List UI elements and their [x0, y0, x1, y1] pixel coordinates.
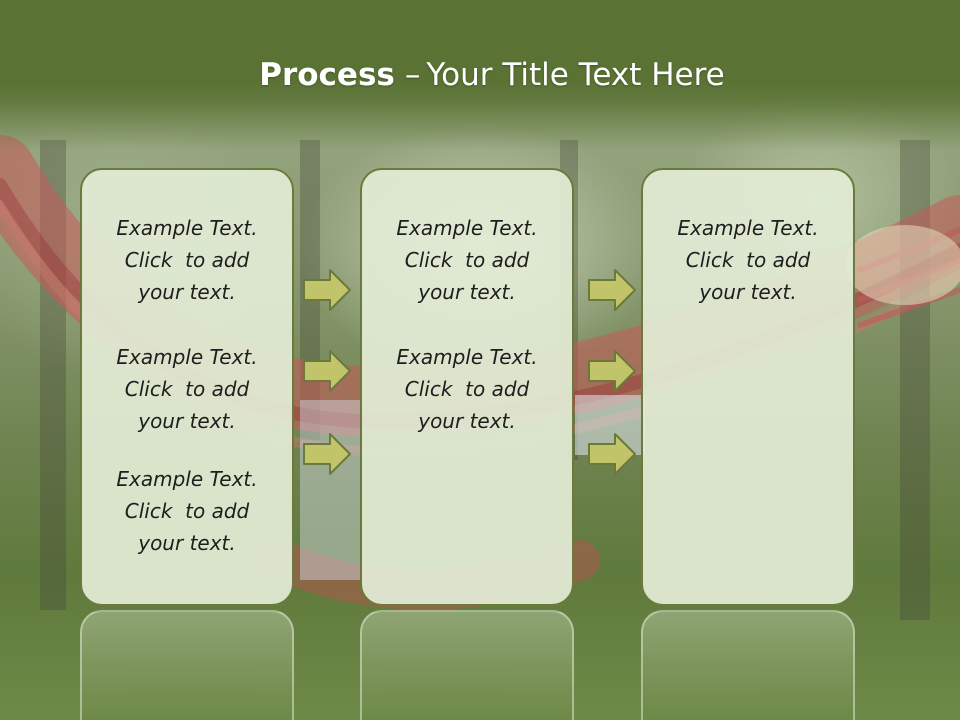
text-placeholder[interactable]: Example Text. Click to add your text.	[82, 341, 292, 437]
text-line: Example Text.	[396, 216, 538, 240]
box-reflection	[641, 610, 855, 720]
text-line: Click to add	[685, 248, 811, 272]
box-reflection	[80, 610, 294, 720]
right-arrow-icon[interactable]	[302, 268, 352, 312]
right-arrow-icon[interactable]	[587, 268, 637, 312]
text-placeholder[interactable]: Example Text. Click to add your text.	[82, 463, 292, 559]
title-bar	[0, 0, 960, 150]
text-line: your text.	[138, 531, 236, 555]
text-placeholder[interactable]: Example Text. Click to add your text.	[362, 212, 572, 308]
text-line: Example Text.	[116, 216, 258, 240]
process-box-3[interactable]: Example Text. Click to add your text.	[641, 168, 855, 606]
process-box-1[interactable]: Example Text. Click to add your text. Ex…	[80, 168, 294, 606]
text-line: Example Text.	[116, 345, 258, 369]
right-arrow-icon[interactable]	[302, 349, 352, 393]
right-arrow-icon[interactable]	[587, 349, 637, 393]
right-arrow-icon[interactable]	[587, 432, 637, 476]
text-line: Click to add	[404, 248, 530, 272]
text-line: your text.	[138, 409, 236, 433]
text-line: Click to add	[124, 248, 250, 272]
title-rest: Your Title Text Here	[426, 57, 725, 93]
text-line: Click to add	[124, 377, 250, 401]
text-placeholder[interactable]: Example Text. Click to add your text.	[362, 341, 572, 437]
text-line: Click to add	[404, 377, 530, 401]
process-box-2[interactable]: Example Text. Click to add your text. Ex…	[360, 168, 574, 606]
text-placeholder[interactable]: Example Text. Click to add your text.	[643, 212, 853, 308]
text-line: Example Text.	[116, 467, 258, 491]
title-bold: Process	[259, 57, 395, 93]
text-line: your text.	[699, 280, 797, 304]
text-line: Example Text.	[677, 216, 819, 240]
slide-title[interactable]: Process–Your Title Text Here	[0, 52, 960, 98]
text-placeholder[interactable]: Example Text. Click to add your text.	[82, 212, 292, 308]
text-line: Example Text.	[396, 345, 538, 369]
text-line: your text.	[418, 280, 516, 304]
text-line: your text.	[418, 409, 516, 433]
text-line: Click to add	[124, 499, 250, 523]
title-separator: –	[404, 57, 421, 93]
text-line: your text.	[138, 280, 236, 304]
right-arrow-icon[interactable]	[302, 432, 352, 476]
box-reflection	[360, 610, 574, 720]
